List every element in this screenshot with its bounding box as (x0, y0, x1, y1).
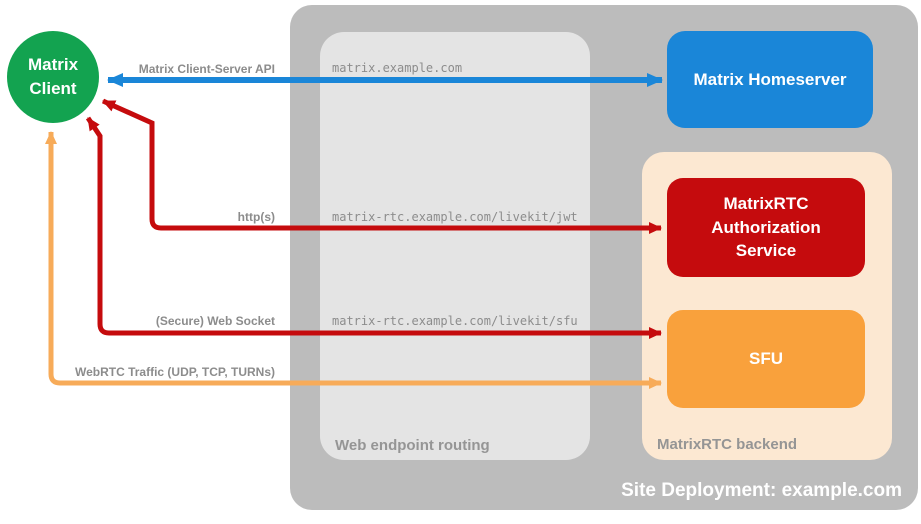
https-arrow (101, 98, 662, 234)
matrix-client-label: Matrix Client (27, 55, 79, 98)
route-livekit-jwt-url: matrix-rtc.example.com/livekit/jwt (332, 210, 578, 224)
site-deployment-label: Site Deployment: example.com (621, 480, 902, 501)
https-label: http(s) (237, 210, 275, 224)
sfu-node: SFU (667, 310, 865, 408)
route-homeserver-url: matrix.example.com (332, 61, 463, 75)
matrix-homeserver-label: Matrix Homeserver (693, 69, 847, 89)
matrixrtc-backend-label: MatrixRTC backend (657, 436, 798, 453)
websocket-label: (Secure) Web Socket (155, 314, 275, 328)
web-endpoint-routing-label: Web endpoint routing (335, 437, 490, 454)
client-server-api-label: Matrix Client-Server API (138, 62, 275, 76)
route-livekit-sfu-url: matrix-rtc.example.com/livekit/sfu (332, 314, 578, 328)
matrix-client-node: Matrix Client (7, 31, 99, 123)
matrixrtc-authorization-service-label: MatrixRTC Authorization Service (711, 193, 821, 261)
sfu-label: SFU (749, 349, 783, 369)
webrtc-traffic-label: WebRTC Traffic (UDP, TCP, TURNs) (74, 365, 275, 379)
matrixrtc-authorization-service-node: MatrixRTC Authorization Service (667, 178, 865, 277)
matrix-homeserver-node: Matrix Homeserver (667, 31, 873, 128)
webrtc-traffic-arrow (45, 131, 662, 389)
